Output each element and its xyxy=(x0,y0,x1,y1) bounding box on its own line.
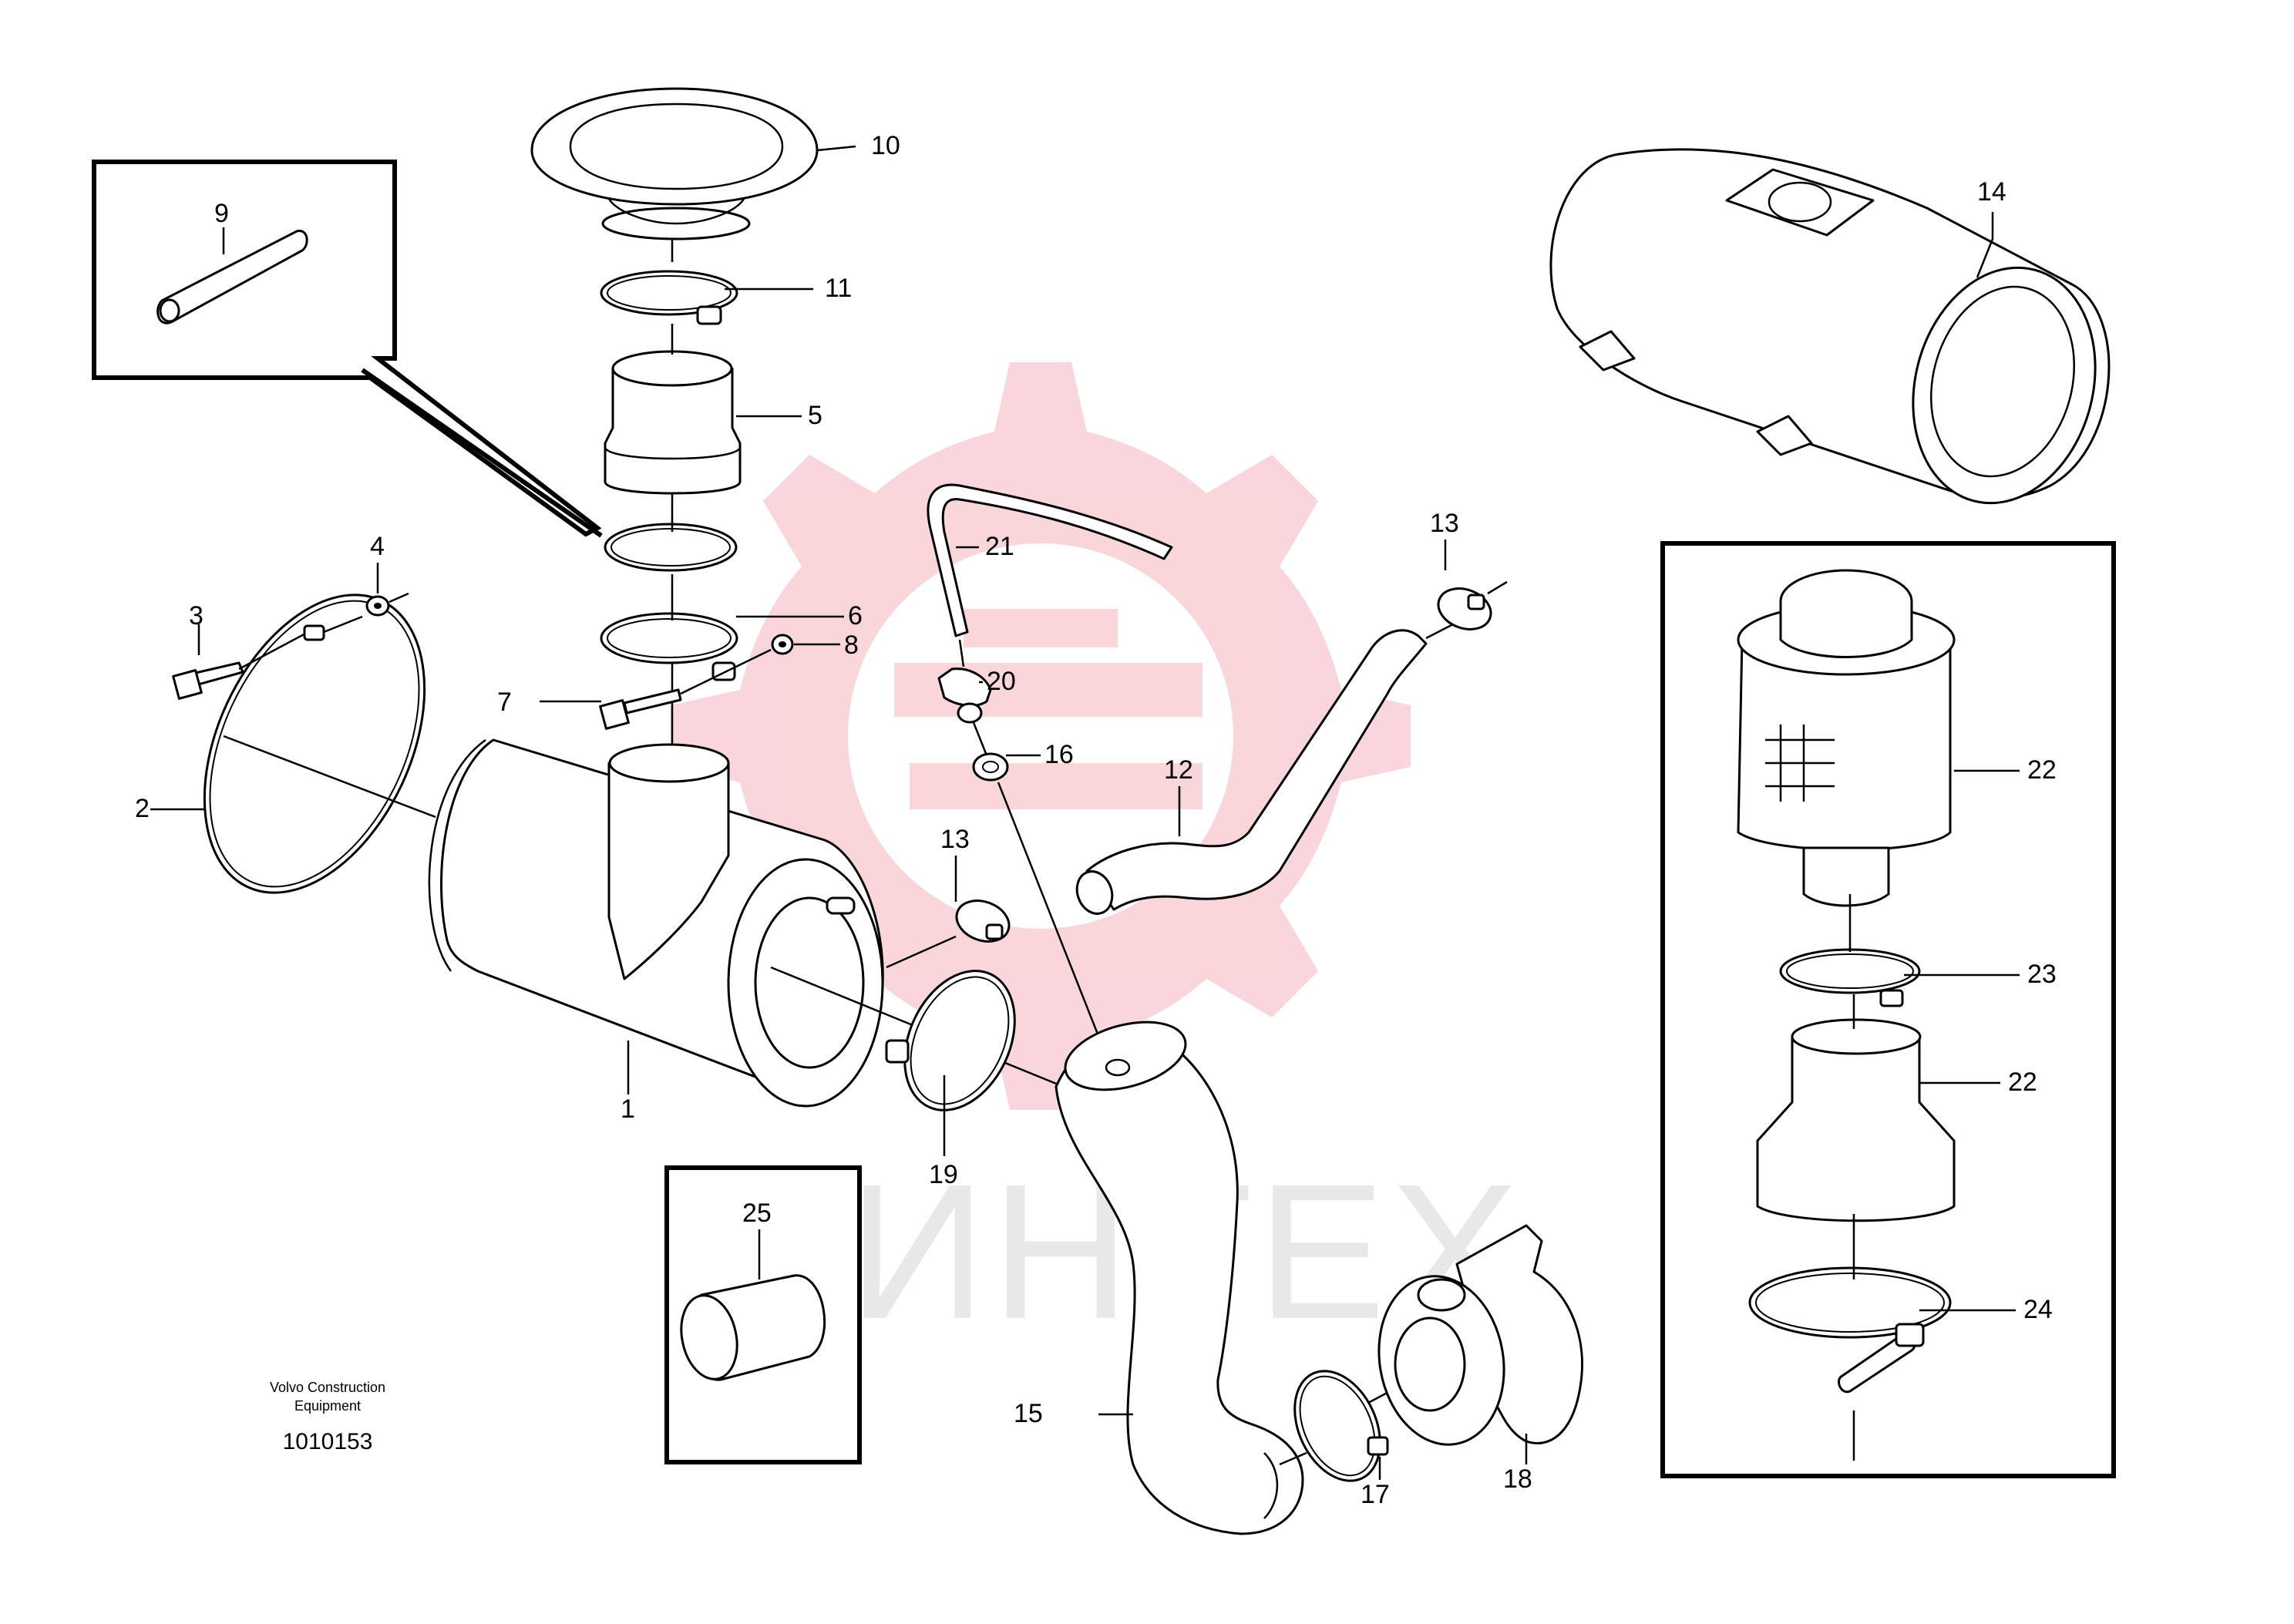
part-10-cap xyxy=(530,87,819,240)
inset-box-25 xyxy=(664,1165,862,1464)
callout-18: 18 xyxy=(1503,1464,1532,1494)
callout-1: 1 xyxy=(621,1094,635,1124)
part-7-bolt xyxy=(599,688,682,730)
callout-17: 17 xyxy=(1361,1480,1390,1509)
part-12-hose xyxy=(1075,629,1428,915)
part-5-adapter xyxy=(604,350,742,495)
callout-21: 21 xyxy=(985,532,1014,561)
part-1-air-filter-housing xyxy=(428,738,884,1108)
callout-2: 2 xyxy=(135,794,150,823)
callout-22-upper: 22 xyxy=(2027,755,2057,785)
drawing-number: 1010153 xyxy=(283,1429,373,1454)
part-23-clamp xyxy=(1779,948,1921,1007)
callout-13-upper: 13 xyxy=(1430,509,1459,538)
callout-12: 12 xyxy=(1164,755,1193,785)
part-3-bolt xyxy=(172,661,244,700)
callout-6: 6 xyxy=(848,601,863,630)
callout-25: 25 xyxy=(742,1199,772,1228)
callout-23: 23 xyxy=(2027,960,2057,989)
part-8-nut xyxy=(771,634,794,655)
part-24-clamp xyxy=(1748,1266,1952,1394)
callout-9: 9 xyxy=(214,199,229,228)
part-16-grommet xyxy=(972,752,1009,782)
part-o-ring-and-clamp-6 xyxy=(600,523,738,681)
part-2-clamp-ring xyxy=(203,593,426,894)
part-18-turbo xyxy=(1377,1224,1583,1446)
callout-7: 7 xyxy=(497,688,512,717)
callout-20: 20 xyxy=(987,667,1016,696)
callout-numbers: 1 2 3 4 5 6 7 8 9 10 11 12 13 13 14 15 1… xyxy=(135,131,2057,1509)
part-20-fitting xyxy=(937,667,992,724)
manufacturer-line-2: Equipment xyxy=(294,1398,361,1414)
part-21-hose xyxy=(927,483,1173,637)
callout-22-lower: 22 xyxy=(2008,1068,2037,1097)
inset-box-9 xyxy=(92,160,603,538)
callout-leaders xyxy=(150,145,2020,1480)
part-15-elbow xyxy=(1054,1020,1304,1535)
callout-24: 24 xyxy=(2023,1295,2053,1324)
part-13-clamp-lower xyxy=(955,899,1011,943)
callout-10: 10 xyxy=(871,131,900,160)
callout-15: 15 xyxy=(1014,1399,1043,1428)
part-14-tank xyxy=(1549,148,2111,505)
part-4-washer xyxy=(365,595,390,617)
part-13-clamp-upper xyxy=(1437,587,1492,630)
callout-3: 3 xyxy=(189,601,204,630)
inset-box-22-24 xyxy=(1660,541,2116,1478)
callout-19: 19 xyxy=(929,1160,958,1189)
part-19-clamp xyxy=(885,970,1016,1111)
part-22-adapter xyxy=(1756,1018,1956,1222)
callout-13-lower: 13 xyxy=(940,825,970,854)
callout-11: 11 xyxy=(825,274,852,303)
callout-4: 4 xyxy=(370,532,385,561)
part-17-clamp xyxy=(1293,1370,1389,1482)
manufacturer-line-1: Volvo Construction xyxy=(270,1380,385,1395)
part-11-clamp xyxy=(600,270,738,325)
part-22-precleaner xyxy=(1737,569,1956,907)
callout-8: 8 xyxy=(844,630,859,660)
callout-16: 16 xyxy=(1044,740,1074,769)
callout-5: 5 xyxy=(808,401,822,430)
manufacturer-block: Volvo Construction Equipment 1010153 xyxy=(270,1380,385,1454)
callout-14: 14 xyxy=(1977,177,2006,207)
